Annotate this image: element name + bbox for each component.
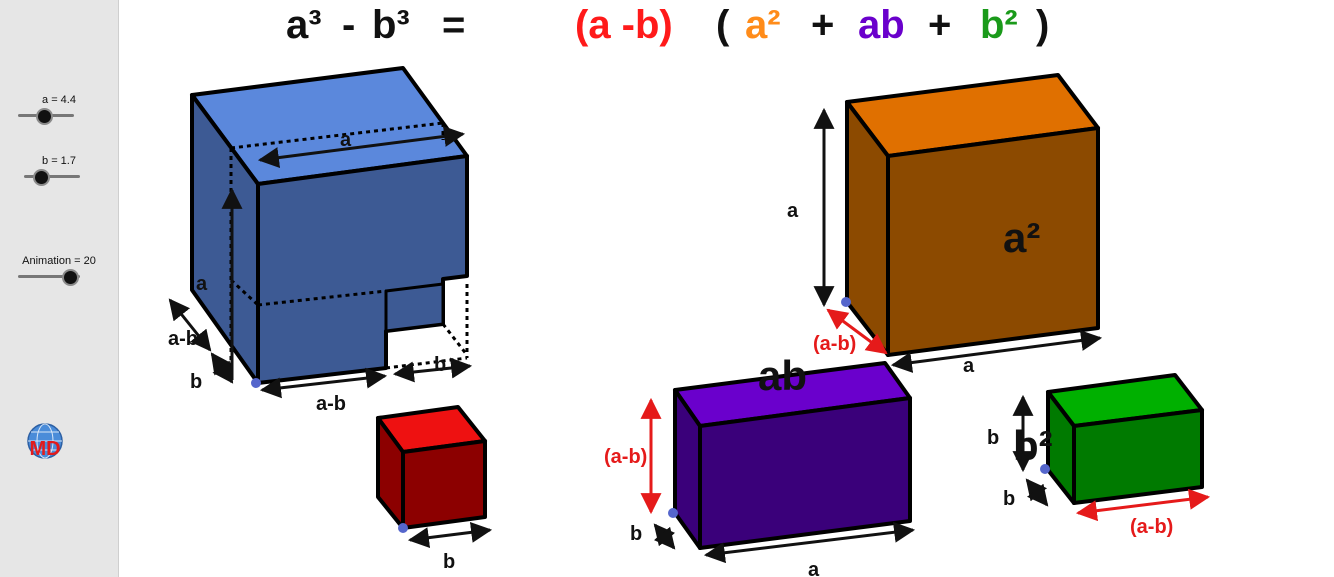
green-box-label-b-squared: b² [1013,422,1053,469]
equation-close-paren: ) [1036,3,1049,47]
orange-box-label-a-height: a [787,200,799,222]
blue-cube-vertex-point[interactable] [251,378,261,388]
red-cube-b-arrow [407,521,493,549]
logo-text: MD [29,438,60,460]
slider-a-label: a = 4.4 [42,94,76,106]
blue-cube-label-b-depth: b [190,371,202,393]
purple-box-label-a-minus-b: (a-b) [604,446,647,468]
red-cube-front-face [401,439,487,530]
blue-cube-front-face [256,154,469,385]
green-box-vertex-point[interactable] [1040,464,1050,474]
equation-term-ab: ab [858,3,905,47]
orange-box-a-width-arrow [890,330,1103,373]
blue-cube-notch-face [384,282,445,333]
equation-equals: = [442,3,465,47]
red-cube [376,405,487,530]
equation-plus-2: + [928,3,951,47]
slider-animation-label: Animation = 20 [22,255,96,267]
equation-b-cubed: b³ [372,3,410,47]
slider-b-knob[interactable] [33,169,50,186]
green-box-label-b-height: b [987,427,999,449]
slider-b-track[interactable] [24,175,80,178]
green-box [1046,373,1204,505]
slider-animation-knob[interactable] [62,269,79,286]
equation-minus: - [342,3,355,47]
purple-box-a-arrow [703,521,916,564]
equation-term-b2: b² [980,3,1018,47]
orange-box-label-a-minus-b: (a-b) [813,333,856,355]
md-logo[interactable]: MD [24,421,64,461]
blue-cube-label-a-minus-b: a-b [168,328,198,350]
red-cube-vertex-point[interactable] [398,523,408,533]
orange-box-label-a-width: a [963,355,975,377]
slider-a[interactable]: a = 4.4 [0,94,118,134]
green-box-b-depth-arrow [1025,478,1049,507]
sidebar: a = 4.4 b = 1.7 Animation = 20 MD [0,0,119,577]
equation-term-a2: a² [745,3,781,47]
blue-cube-label-a-top: a [340,129,352,151]
slider-b[interactable]: b = 1.7 [0,155,118,195]
green-box-label-b-depth: b [1003,488,1015,510]
equation-open-paren: ( [716,3,730,47]
purple-box-b-arrow [653,523,676,550]
purple-box-label-a: a [808,559,820,577]
green-box-front-face [1072,408,1204,505]
globe-icon: MD [27,423,63,460]
orange-box-label-a-squared: a² [1003,214,1040,261]
blue-cube-arrows [168,125,473,399]
green-box-amb-arrow [1075,488,1211,522]
orange-box [845,73,1100,357]
purple-box [673,361,912,550]
slider-animation-track[interactable] [18,275,80,278]
blue-cube-label-a-minus-b-bottom: a-b [316,393,346,415]
slider-animation[interactable]: Animation = 20 [0,255,118,295]
blue-cube-label-a-side: a [196,273,208,295]
orange-box-vertex-point[interactable] [841,297,851,307]
purple-box-front-face [698,396,912,550]
red-cube-label-b: b [443,551,455,573]
green-box-label-a-minus-b: (a-b) [1130,516,1173,538]
equation-plus-1: + [811,3,834,47]
purple-box-label-ab: ab [758,352,807,399]
blue-cube-label-b-notch: b [434,354,446,376]
slider-b-label: b = 1.7 [42,155,76,167]
equation-factor: (a -b) [575,3,673,47]
equation-a-cubed: a³ [286,3,322,47]
equation: a³ - b³ = (a -b) ( a² + ab + b² ) [286,3,1049,47]
diagram-canvas: a³ - b³ = (a -b) ( a² + ab + b² ) [168,3,1211,577]
orange-box-front-face [886,126,1100,357]
orange-box-amb-arrow [826,308,888,355]
purple-box-label-b: b [630,523,642,545]
purple-box-vertex-point[interactable] [668,508,678,518]
slider-a-knob[interactable] [36,108,53,125]
